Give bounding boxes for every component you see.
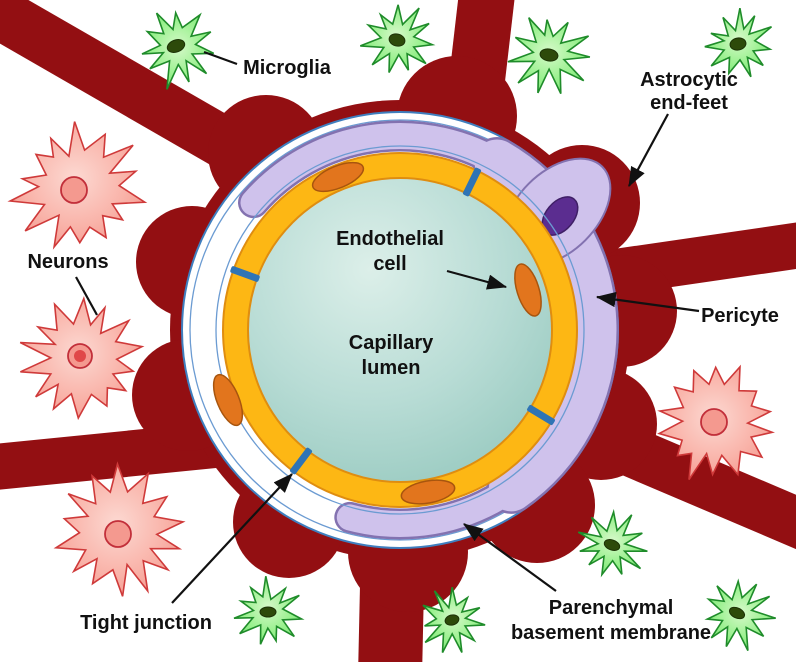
neuron-cell	[657, 364, 775, 481]
label-parenchymal-basement-membrane-line1: Parenchymal	[549, 597, 674, 619]
microglia-nucleus	[388, 33, 406, 47]
endothelial-basement-membrane-line	[215, 145, 585, 515]
microglia-cells	[141, 4, 776, 653]
endothelial-nucleus	[400, 479, 456, 505]
neurons-leader-line	[75, 276, 98, 316]
microglia-cell	[704, 578, 776, 651]
neuron-nucleolus	[74, 350, 86, 362]
pericyte-arrow	[595, 291, 700, 313]
endothelial-nucleus	[212, 373, 244, 427]
capillary-lumen	[247, 177, 553, 483]
neuron-nucleus	[60, 176, 88, 204]
tight-junction	[462, 167, 482, 197]
microglia-nucleus	[166, 39, 186, 53]
label-parenchymal-basement-membrane-line2: basement membrane	[511, 622, 711, 644]
endothelial-nucleus	[514, 263, 542, 317]
neuron-cell	[53, 461, 186, 597]
microglia-cell	[360, 4, 436, 73]
endothelial-cell-arrow	[446, 269, 508, 290]
endothelial-nuclei	[212, 161, 542, 505]
neuron-cell	[7, 121, 148, 250]
neuron-nucleus	[104, 520, 132, 548]
label-pericyte: Pericyte	[701, 305, 779, 327]
tight-junctions	[230, 167, 555, 475]
microglia-cell	[577, 508, 648, 578]
neuron-cells	[7, 121, 775, 597]
tight-junction	[289, 447, 313, 475]
label-astrocytic-end-feet-line1: Astrocytic	[640, 69, 738, 91]
microglia-cell	[704, 7, 773, 78]
tight-junction-arrow	[171, 473, 293, 604]
tight-junction	[230, 266, 260, 282]
label-astrocytic-end-feet-line2: end-feet	[650, 92, 728, 114]
neuron-cell	[19, 296, 145, 421]
microglia-nucleus	[539, 48, 559, 62]
microglia-cell	[233, 576, 305, 645]
microglia-nucleus	[603, 539, 621, 551]
neuron-nucleus	[700, 408, 728, 436]
tight-junction	[527, 405, 555, 425]
pericyte	[238, 120, 619, 540]
label-microglia: Microglia	[243, 57, 332, 79]
astrocytic-end-feet-arrow	[628, 113, 669, 187]
microglia-nucleus	[729, 37, 747, 51]
parenchymal-basement-membrane-arrow	[463, 523, 557, 592]
microglia-leader-line	[203, 50, 238, 66]
microglia-cell	[422, 587, 486, 653]
microglia-cell	[141, 10, 215, 90]
microglia-nucleus	[728, 606, 746, 620]
label-endothelial-cell-line2: cell	[373, 253, 406, 275]
label-neurons: Neurons	[27, 251, 108, 273]
microglia-nucleus	[259, 606, 277, 618]
microglia-nucleus	[444, 614, 460, 626]
endothelial-nucleus	[311, 161, 365, 193]
label-endothelial-cell-line1: Endothelial	[336, 228, 444, 250]
pericyte-process	[240, 123, 607, 537]
label-capillary-lumen-line1: Capillary	[349, 332, 434, 354]
label-capillary-lumen-line2: lumen	[362, 357, 421, 379]
microglia-cell	[507, 17, 591, 94]
label-tight-junction: Tight junction	[80, 612, 212, 634]
